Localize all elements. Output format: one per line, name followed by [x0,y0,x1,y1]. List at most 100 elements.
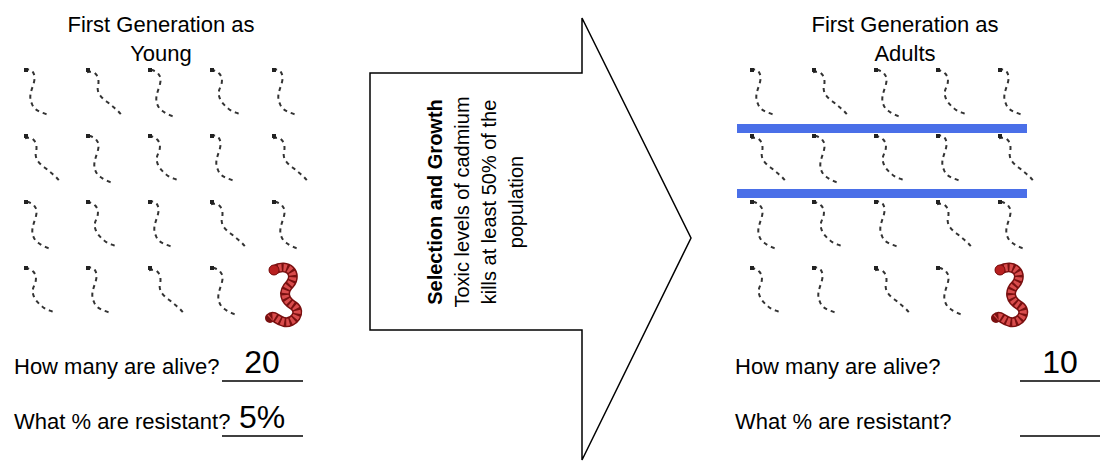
arrow-outline [370,18,691,460]
worm [150,136,180,180]
killed-bar [737,189,1027,198]
worm [814,72,848,116]
resistant-worm-head [269,265,279,275]
arrow-body: Toxic levels of cadmium kills at least 5… [449,84,530,320]
worm [90,136,110,182]
worm [752,268,782,312]
resistant-worm-outline [996,267,1023,322]
worm [876,202,896,246]
answer-value: 10 [1020,344,1100,380]
worm-head [998,68,1002,72]
worm-head [750,68,754,72]
panel-title: First Generation as Young [66,10,256,68]
worm-head [210,266,214,270]
worm [212,204,246,248]
worm-head [812,266,816,270]
worm [938,204,972,248]
worm [754,202,774,248]
resistant-worm-head [995,265,1005,275]
worm-head [750,134,754,138]
worm [876,270,910,314]
resistant-worm [996,267,1023,322]
worm-head [272,68,276,72]
worm [274,138,308,182]
question: What % are resistant? [14,407,230,436]
worm-head [750,266,754,270]
question: How many are alive? [735,352,940,381]
arrow-text: Selection and GrowthToxic levels of cadm… [422,84,530,320]
answer-line [1020,380,1100,382]
worm [150,270,184,314]
worm [940,268,960,314]
worm-head [24,266,28,270]
answer-value: 20 [222,344,302,380]
worm [88,72,122,116]
worm [26,268,56,312]
worm-head [210,134,214,138]
worm [752,70,772,114]
worm [814,268,834,312]
worm-head [86,68,90,72]
resistant-worm-outline [270,267,297,322]
worm-head [998,200,1002,204]
worm [1000,70,1020,114]
worm [212,136,232,180]
worm-head [936,200,940,204]
arrow-heading: Selection and Growth [422,84,449,320]
worm [876,136,906,180]
worm-head [812,200,816,204]
answer-value: 5% [222,399,302,435]
worm-head [148,68,152,72]
worm-head [750,200,754,204]
worm [26,70,46,114]
worm [1002,202,1022,248]
resistant-worm [270,267,297,322]
worm-head [210,200,214,204]
worm [938,136,958,180]
worm-head [874,200,878,204]
arrow-shape [368,16,694,462]
killed-bar [737,124,1027,133]
worm [274,70,294,114]
worm-head [24,200,28,204]
worm [938,70,968,114]
worm-head [874,134,878,138]
worm-head [86,134,90,138]
worm-head [24,134,28,138]
worm-head [812,68,816,72]
worm-head [874,68,878,72]
worm [276,202,296,248]
answer-line [222,435,303,437]
worm [878,70,898,116]
question: How many are alive? [14,352,219,381]
worm [752,138,786,182]
worm [1000,138,1034,182]
worm [816,136,836,182]
worm [214,268,234,314]
worm [150,202,170,246]
worm-head [24,68,28,72]
worm-head [86,200,90,204]
worm-head [936,266,940,270]
worm [212,70,242,114]
worm-head [936,134,940,138]
worm-head [148,134,152,138]
worm [28,202,48,248]
worm-head [86,266,90,270]
worm-head [874,266,878,270]
worm-head [272,200,276,204]
panel-title: First Generation as Adults [810,10,1000,68]
worm [88,202,118,246]
worm-head [148,266,152,270]
question: What % are resistant? [735,407,951,436]
answer-line [222,380,303,382]
worm-head [210,68,214,72]
worm-head [272,134,276,138]
worm [26,138,60,182]
worm-head [998,134,1002,138]
answer-line [1020,435,1100,437]
worm [88,268,108,312]
selection-arrow: Selection and GrowthToxic levels of cadm… [368,16,694,462]
worm [814,202,844,246]
worm [152,70,172,116]
